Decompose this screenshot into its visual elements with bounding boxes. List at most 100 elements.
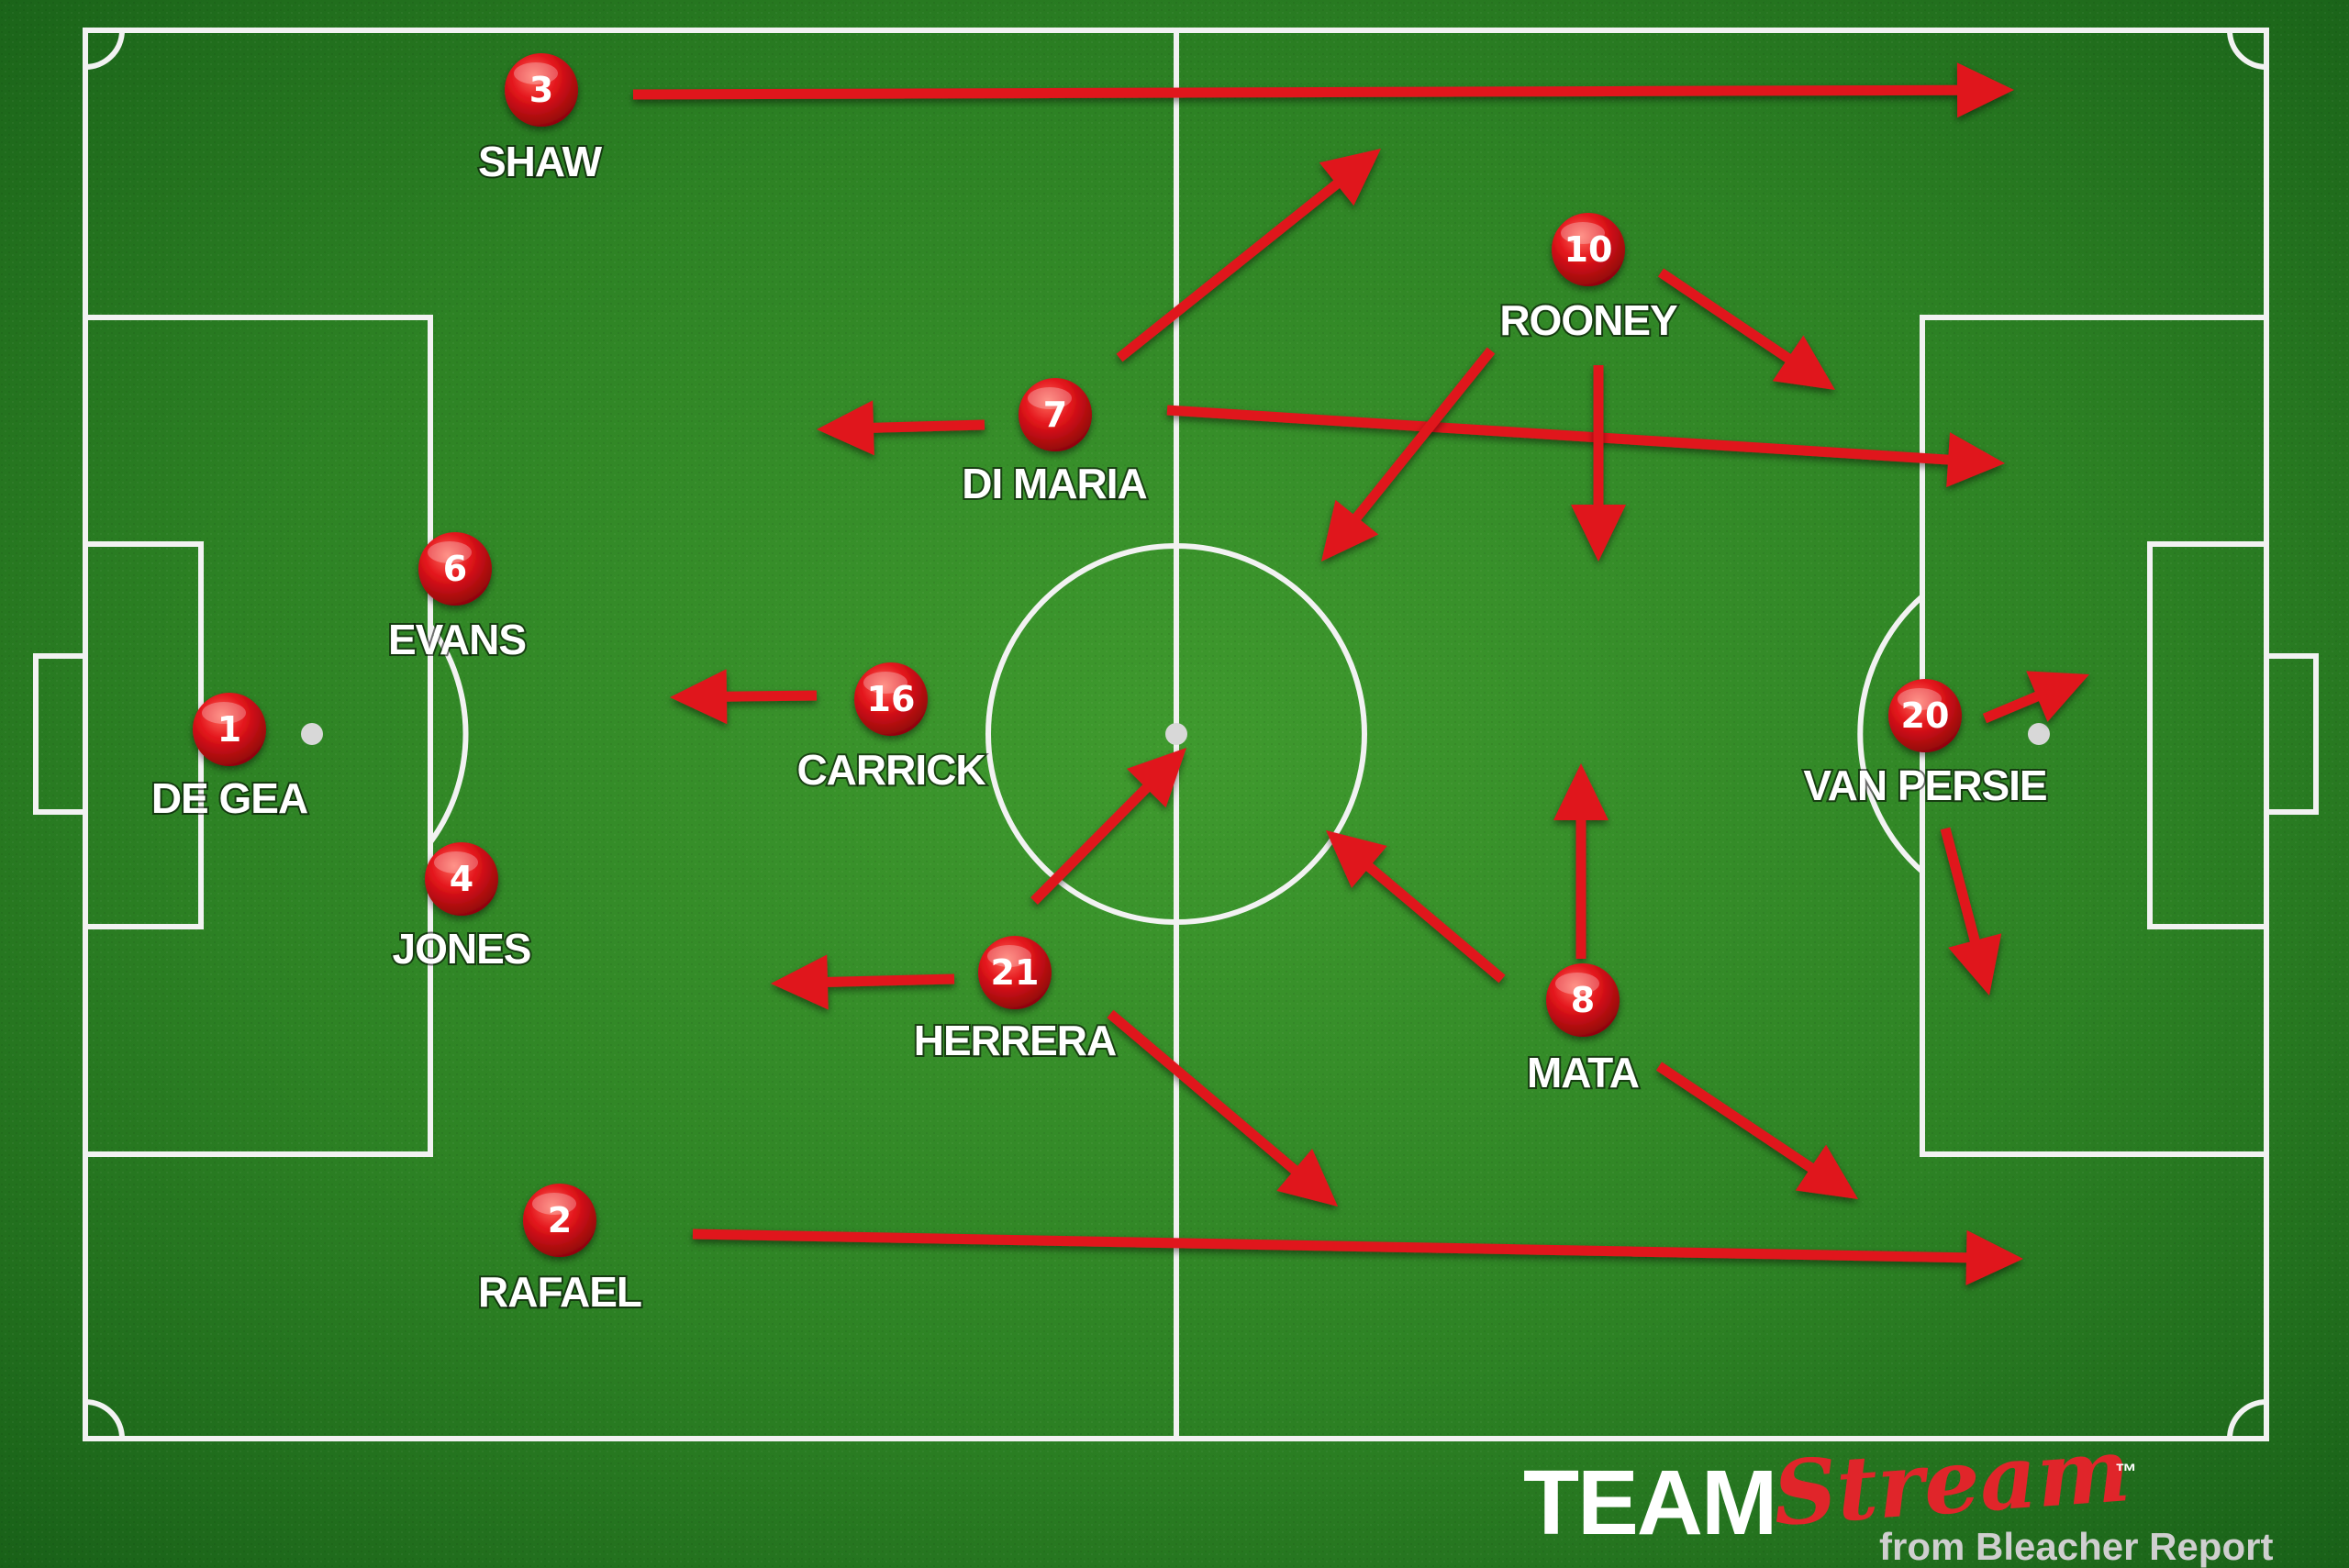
player-number: 4 xyxy=(450,859,473,899)
left-goal xyxy=(33,653,88,815)
marker-highlight xyxy=(863,672,907,694)
arrow-shaft xyxy=(632,84,1962,100)
corner-arc-bottom-right xyxy=(2227,1399,2267,1440)
arrow-shaft xyxy=(1166,405,1953,465)
player-marker-ball xyxy=(1888,679,1962,752)
arrow-shaft xyxy=(692,1229,1971,1263)
player-number: 3 xyxy=(529,70,553,110)
arrow-head xyxy=(1571,505,1626,562)
right-penalty-spot xyxy=(2028,723,2050,745)
player-name: DI MARIA xyxy=(962,460,1147,507)
player-name: HERRERA xyxy=(914,1017,1116,1064)
corner-arc-bottom-left xyxy=(84,1399,125,1440)
brand-logo: TEAM Stream ™ from Bleacher Report xyxy=(1523,1418,2273,1568)
arrow-shaft xyxy=(1363,861,1506,984)
arrow-shaft xyxy=(1107,1009,1301,1176)
marker-highlight xyxy=(532,1193,576,1215)
brand-from-text: from Bleacher Report xyxy=(1879,1525,2273,1568)
player-di-maria: 7 DI MARIA xyxy=(960,378,1150,509)
marker-highlight xyxy=(514,62,558,84)
arrow-shaft xyxy=(1030,782,1153,905)
arrow-head xyxy=(1965,1229,2023,1285)
arrow-head xyxy=(1795,1144,1858,1199)
movement-arrow-van-persie-forward-up xyxy=(1982,671,2089,724)
movement-arrow-rooney-back-down xyxy=(1321,347,1496,562)
movement-arrow-herrera-back xyxy=(771,954,955,1010)
player-marker-ball xyxy=(418,532,492,606)
movement-arrows xyxy=(632,62,2089,1285)
player-name: RAFAEL xyxy=(478,1268,641,1316)
arrow-head xyxy=(1127,748,1186,808)
arrow-head xyxy=(2026,671,2089,722)
player-marker-ball xyxy=(505,53,578,127)
player-marker-ball xyxy=(523,1184,596,1257)
arrow-head xyxy=(1948,933,2002,995)
marker-highlight xyxy=(1028,387,1072,409)
movement-arrow-di-maria-back xyxy=(817,400,985,456)
player-name: MATA xyxy=(1527,1049,1639,1096)
player-name: VAN PERSIE xyxy=(1803,762,2046,809)
arrow-shaft xyxy=(1351,347,1496,524)
movement-arrow-rooney-forward-down xyxy=(1657,268,1835,390)
player-number: 20 xyxy=(1901,695,1950,736)
arrow-head xyxy=(1321,499,1379,562)
arrow-head xyxy=(1946,432,2005,488)
arrow-shaft xyxy=(823,973,955,988)
marker-highlight xyxy=(1555,973,1599,995)
center-spot xyxy=(1165,723,1187,745)
movement-arrow-mata-forward-down xyxy=(1655,1062,1858,1199)
player-number: 8 xyxy=(1571,980,1595,1020)
pitch-lines xyxy=(33,28,2319,1441)
marker-highlight xyxy=(428,541,472,563)
movement-arrow-di-maria-forward xyxy=(1166,405,2005,488)
left-penalty-arc xyxy=(428,624,469,844)
arrow-head xyxy=(1326,830,1387,888)
player-number: 21 xyxy=(991,952,1040,993)
arrow-shaft xyxy=(1116,177,1343,362)
arrow-shaft xyxy=(1940,827,1981,946)
arrow-head xyxy=(817,400,874,456)
player-marker-ball xyxy=(1552,213,1625,286)
arrow-head xyxy=(1772,335,1835,390)
marker-highlight xyxy=(202,702,246,724)
movement-arrow-herrera-forward-down xyxy=(1107,1009,1338,1207)
arrow-shaft xyxy=(1657,268,1794,365)
player-number: 16 xyxy=(867,679,916,719)
player-number: 7 xyxy=(1043,395,1067,435)
player-name: JONES xyxy=(393,925,531,973)
player-name: CARRICK xyxy=(796,746,985,794)
player-marker-ball xyxy=(854,662,928,736)
player-marker-ball xyxy=(1546,963,1620,1037)
right-goal xyxy=(2264,653,2319,815)
arrow-shaft xyxy=(1982,690,2043,724)
movement-arrow-herrera-forward-up xyxy=(1030,748,1186,905)
player-name: EVANS xyxy=(388,616,526,663)
right-penalty-arc xyxy=(1857,594,1924,874)
corner-arc-top-right xyxy=(2227,29,2267,70)
marker-highlight xyxy=(987,945,1031,967)
player-name: SHAW xyxy=(478,138,603,185)
brand-team-text: TEAM xyxy=(1523,1451,1776,1554)
movement-arrow-carrick-back xyxy=(670,669,818,725)
player-marker-ball xyxy=(1019,378,1092,451)
arrow-head xyxy=(1276,1149,1338,1207)
arrow-head xyxy=(1319,149,1381,206)
movement-arrow-mata-back-up xyxy=(1326,830,1506,984)
movement-arrow-mata-up xyxy=(1553,763,1609,959)
movement-arrow-van-persie-down xyxy=(1940,827,2002,995)
arrow-shaft xyxy=(1655,1062,1817,1174)
player-number: 1 xyxy=(217,709,241,750)
movement-arrow-di-maria-forward-up xyxy=(1116,149,1381,362)
player-name: DE GEA xyxy=(151,774,307,822)
brand-trademark: ™ xyxy=(2115,1460,2137,1485)
corner-arc-top-left xyxy=(84,29,125,70)
